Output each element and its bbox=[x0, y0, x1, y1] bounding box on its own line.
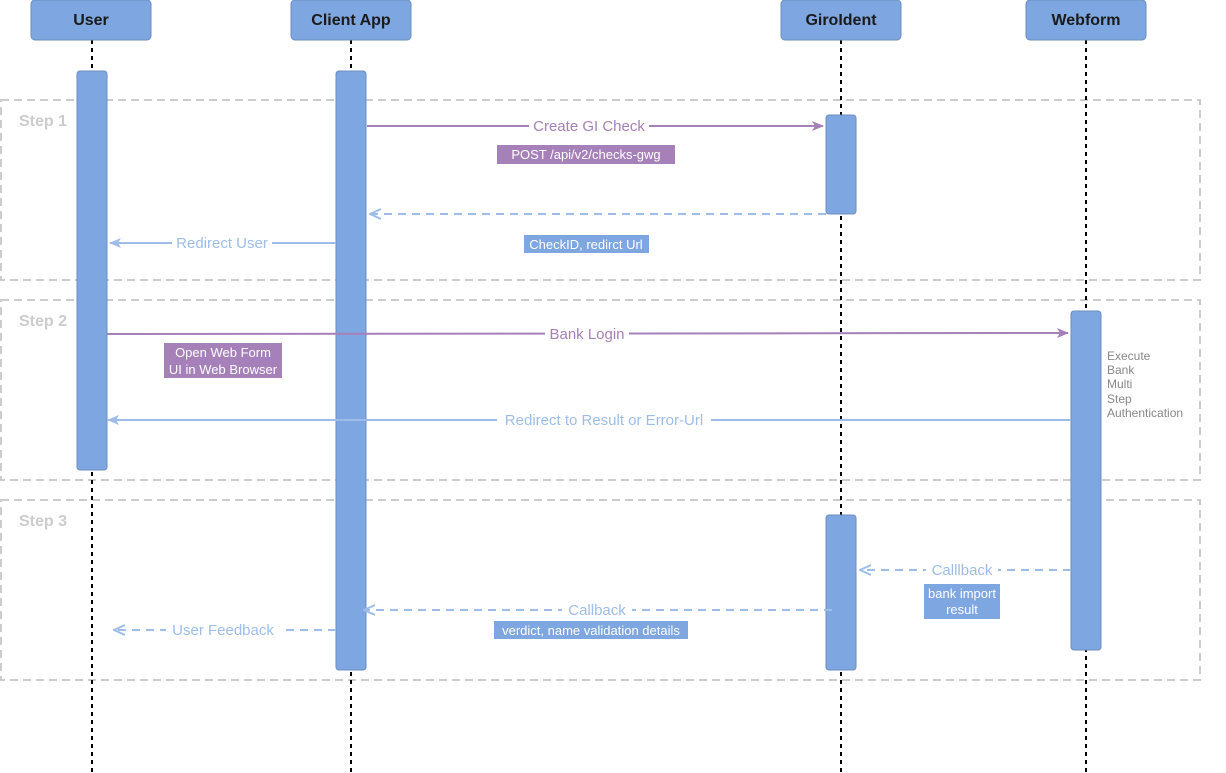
giroident-activation-1[interactable] bbox=[825, 114, 857, 215]
participant-giroident[interactable]: GiroIdent bbox=[780, 0, 902, 41]
webform-callback-label: Calllback bbox=[932, 562, 993, 579]
participant-user[interactable]: User bbox=[30, 0, 152, 41]
user-feedback-label-bg bbox=[166, 621, 280, 639]
redirect-user-label-bg bbox=[172, 234, 272, 252]
open-web-form-line1: Open Web Form bbox=[175, 345, 271, 360]
step1-frame bbox=[0, 99, 1201, 281]
execute-note: Execute Bank Multi Step Authentication bbox=[1107, 349, 1183, 420]
verdict-badge bbox=[494, 621, 688, 639]
execute-note-line-4: Step bbox=[1107, 392, 1132, 406]
create-gi-check-label: Create GI Check bbox=[533, 118, 645, 135]
redirect-result-label-bg bbox=[497, 411, 711, 429]
participant-client-app[interactable]: Client App bbox=[290, 0, 412, 41]
webform-activation[interactable] bbox=[1070, 310, 1102, 651]
user-feedback-label: User Feedback bbox=[172, 622, 274, 639]
bank-login-label-bg bbox=[545, 325, 629, 343]
redirect-result-label: Redirect to Result or Error-Url bbox=[505, 412, 703, 429]
step1-label: Step 1 bbox=[19, 113, 67, 130]
execute-note-line-1: Execute bbox=[1107, 349, 1151, 363]
giroident-activation-2[interactable] bbox=[825, 514, 857, 671]
bank-import-line2: result bbox=[946, 602, 978, 617]
open-web-form-badge bbox=[164, 343, 282, 378]
participant-giroident-label: GiroIdent bbox=[805, 12, 877, 29]
checkid-badge bbox=[524, 235, 649, 253]
post-api-badge-text: POST /api/v2/checks-gwg bbox=[511, 147, 660, 162]
participant-webform[interactable]: Webform bbox=[1025, 0, 1147, 41]
user-activation[interactable] bbox=[76, 70, 108, 471]
participant-user-label: User bbox=[73, 12, 109, 29]
participant-webform-label: Webform bbox=[1051, 12, 1120, 29]
participant-client-app-label: Client App bbox=[311, 12, 391, 29]
post-api-badge bbox=[497, 145, 675, 164]
step2-frame bbox=[0, 299, 1201, 481]
create-gi-check-label-bg bbox=[529, 117, 649, 135]
step3-label: Step 3 bbox=[19, 513, 67, 530]
client-callback-label-bg bbox=[562, 601, 632, 619]
step3-frame bbox=[0, 499, 1201, 681]
bank-import-badge bbox=[924, 584, 1000, 619]
bank-login-label: Bank Login bbox=[549, 326, 624, 343]
step2-label: Step 2 bbox=[19, 313, 67, 330]
bank-import-line1: bank import bbox=[928, 586, 996, 601]
execute-note-line-2: Bank bbox=[1107, 363, 1135, 377]
webform-callback-label-bg bbox=[926, 561, 998, 579]
redirect-user-label: Redirect User bbox=[176, 235, 268, 252]
execute-note-line-5: Authentication bbox=[1107, 406, 1183, 420]
checkid-badge-text: CheckID, redirct Url bbox=[529, 237, 643, 252]
client-app-activation[interactable] bbox=[335, 70, 367, 671]
execute-note-line-3: Multi bbox=[1107, 377, 1132, 391]
client-callback-label: Callback bbox=[568, 602, 626, 619]
verdict-badge-text: verdict, name validation details bbox=[502, 623, 680, 638]
open-web-form-line2: UI in Web Browser bbox=[169, 362, 278, 377]
